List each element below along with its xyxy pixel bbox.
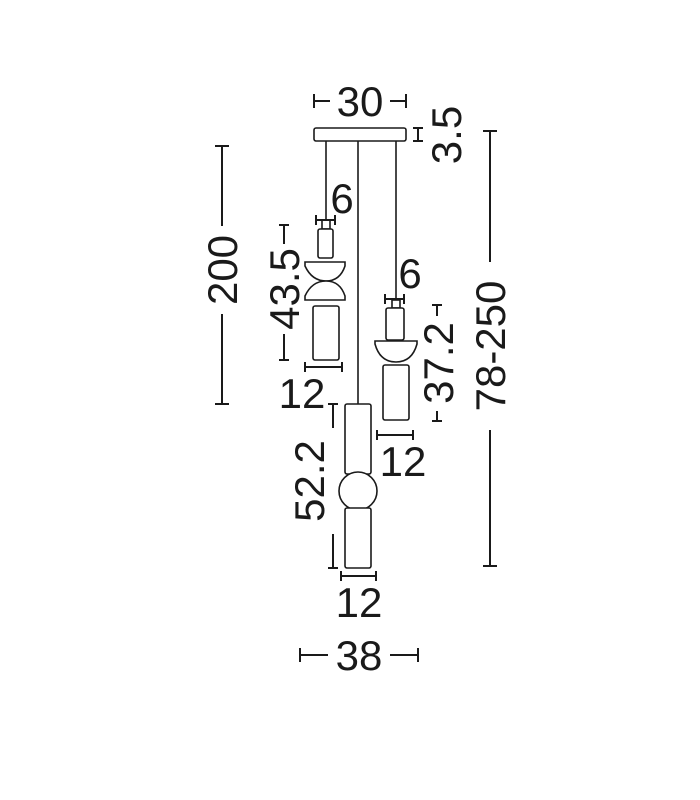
left-width-label: 12	[279, 370, 326, 417]
pendant-right	[374, 299, 418, 421]
center-width-label: 12	[336, 579, 383, 626]
suspension-cords	[325, 147, 397, 404]
right-height-label: 37.2	[415, 322, 462, 404]
left-cap-width-label: 6	[330, 175, 353, 222]
right-cap-width-label: 6	[398, 250, 421, 297]
pendant-center	[338, 403, 378, 569]
right-width-label: 12	[380, 438, 427, 485]
fixture-height-label: 200	[199, 235, 246, 305]
left-height-label: 43.5	[261, 248, 308, 330]
canopy-width-label: 30	[337, 78, 384, 125]
canopy	[313, 127, 407, 147]
dimension-lines	[215, 94, 497, 662]
overall-width-label: 38	[336, 632, 383, 679]
canopy-height-label: 3.5	[423, 106, 470, 164]
pendant-left	[304, 219, 346, 361]
overall-height-label: 78-250	[467, 281, 514, 412]
center-height-label: 52.2	[286, 440, 333, 522]
